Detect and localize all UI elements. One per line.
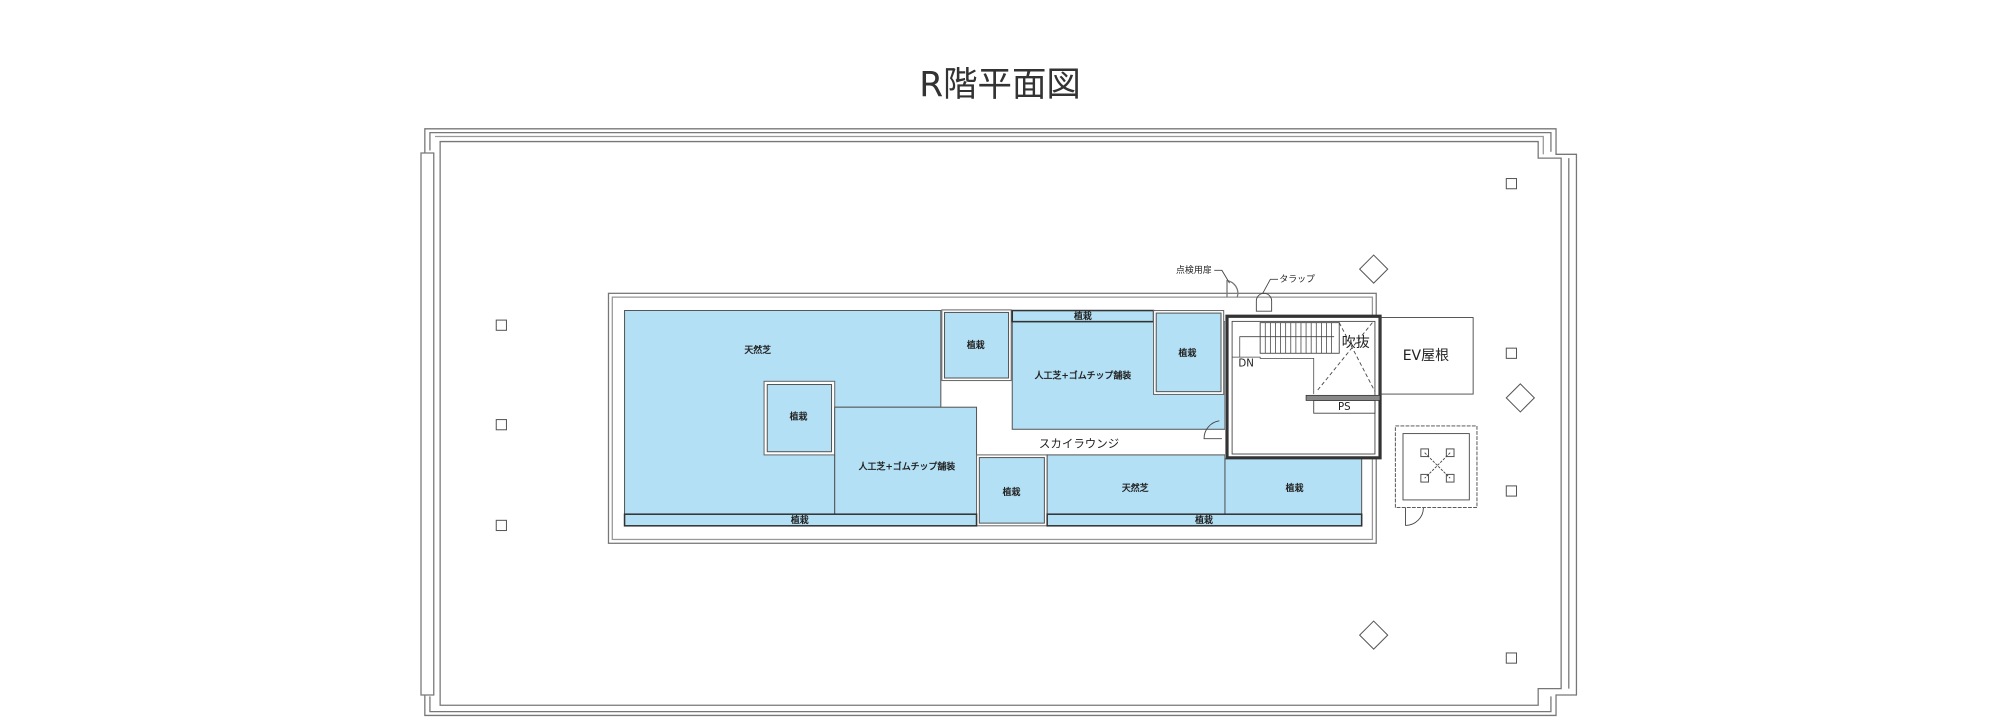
ev-roof bbox=[1379, 317, 1474, 395]
artificial-turf-label: 人工芝+ゴムチップ舗装 bbox=[1035, 370, 1132, 382]
equipment-enclosure bbox=[1394, 425, 1478, 526]
column bbox=[495, 519, 507, 532]
column bbox=[1505, 347, 1518, 359]
ev-roof-label: EV屋根 bbox=[1403, 348, 1449, 364]
stair-icon bbox=[1232, 322, 1340, 395]
column bbox=[495, 319, 507, 331]
diamond-marker bbox=[1358, 620, 1389, 650]
natural-turf-area bbox=[1046, 454, 1226, 516]
diamond-marker bbox=[1505, 383, 1536, 413]
roof-outline bbox=[420, 128, 1578, 717]
pipe-space-label: PS bbox=[1338, 402, 1351, 413]
planting-area bbox=[1224, 454, 1363, 516]
planting-areas bbox=[623, 309, 1363, 527]
planting-label: 植栽 bbox=[966, 339, 985, 351]
planting-area bbox=[978, 457, 1045, 524]
column bbox=[1505, 485, 1518, 497]
plan-title: R階平面図 bbox=[919, 65, 1081, 105]
planting-label: 植栽 bbox=[789, 411, 808, 423]
planting-label: 植栽 bbox=[1073, 310, 1092, 322]
down-label: DN bbox=[1238, 358, 1253, 369]
planting-strip bbox=[1046, 513, 1363, 527]
planting-area bbox=[766, 383, 833, 453]
void-label: 吹抜 bbox=[1342, 335, 1370, 351]
column bbox=[495, 419, 507, 431]
artificial-turf-area bbox=[834, 406, 978, 515]
sky-lounge-label: スカイラウンジ bbox=[1039, 436, 1119, 450]
artificial-turf-label: 人工芝+ゴムチップ舗装 bbox=[859, 460, 956, 472]
ladder-icon bbox=[1255, 292, 1273, 312]
planting-label: 植栽 bbox=[1002, 486, 1021, 498]
diamond-marker bbox=[1358, 254, 1389, 284]
natural-turf-label: 天然芝 bbox=[744, 344, 771, 356]
planting-label: 植栽 bbox=[790, 514, 809, 526]
planting-strip bbox=[623, 513, 978, 527]
planting-label: 植栽 bbox=[1194, 514, 1213, 526]
planting-label: 植栽 bbox=[1178, 347, 1197, 359]
planting-area bbox=[944, 311, 1010, 379]
column bbox=[1505, 178, 1518, 190]
natural-turf-label: 天然芝 bbox=[1122, 482, 1149, 494]
inspection-door-label: 点検用扉 bbox=[1176, 264, 1212, 276]
planting-area bbox=[1155, 312, 1222, 393]
inspection-door-icon bbox=[1226, 279, 1239, 298]
door-swing-icon bbox=[1203, 420, 1222, 440]
diamond-markers bbox=[1358, 254, 1536, 650]
ladder-label: タラップ bbox=[1279, 274, 1315, 285]
stair-core: 吹抜 DN PS bbox=[1203, 314, 1382, 460]
column bbox=[1505, 652, 1518, 664]
columns bbox=[495, 178, 1518, 664]
planting-label: 植栽 bbox=[1285, 482, 1304, 494]
